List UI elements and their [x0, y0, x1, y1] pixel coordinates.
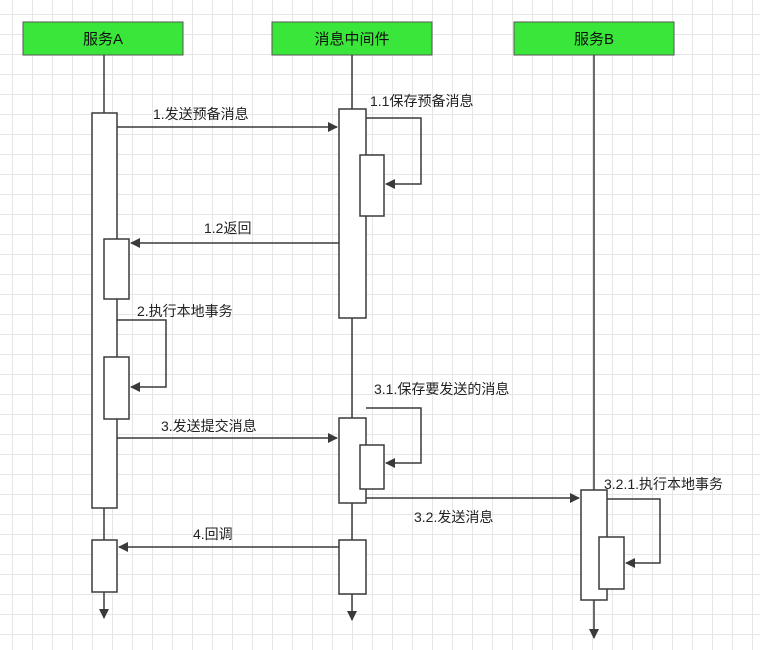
participant-service-a-label: 服务A	[83, 31, 123, 48]
label-send-prepare: 1.发送预备消息	[153, 106, 249, 122]
activation-b-local-tx	[598, 536, 625, 590]
participant-service-a: 服务A	[22, 21, 184, 56]
label-local-tx-b: 3.2.1.执行本地事务	[604, 476, 723, 492]
participant-middleware: 消息中间件	[271, 21, 433, 56]
activation-mq-save-send	[359, 444, 385, 490]
activation-mq-save-prepare	[359, 154, 385, 217]
label-save-send: 3.1.保存要发送的消息	[374, 381, 509, 397]
arrow-local-tx-b	[607, 498, 661, 568]
arrow-save-prepare	[366, 117, 422, 189]
label-send-to-b: 3.2.发送消息	[414, 509, 493, 525]
activation-a-return	[103, 238, 130, 300]
label-local-tx-a: 2.执行本地事务	[137, 303, 233, 319]
label-save-prepare: 1.1保存预备消息	[370, 93, 473, 109]
activation-a-main	[91, 112, 118, 509]
participant-service-b: 服务B	[513, 21, 675, 56]
participant-middleware-label: 消息中间件	[314, 31, 389, 48]
activation-a-local-tx	[103, 356, 130, 420]
label-send-commit: 3.发送提交消息	[161, 418, 257, 434]
arrow-local-tx-a	[117, 319, 167, 392]
arrow-save-send	[366, 407, 422, 468]
participant-service-b-label: 服务B	[574, 31, 614, 48]
activation-mq-callback	[338, 539, 367, 595]
activation-a-callback	[91, 539, 118, 593]
label-callback: 4.回调	[193, 526, 233, 542]
label-return: 1.2返回	[204, 220, 251, 236]
